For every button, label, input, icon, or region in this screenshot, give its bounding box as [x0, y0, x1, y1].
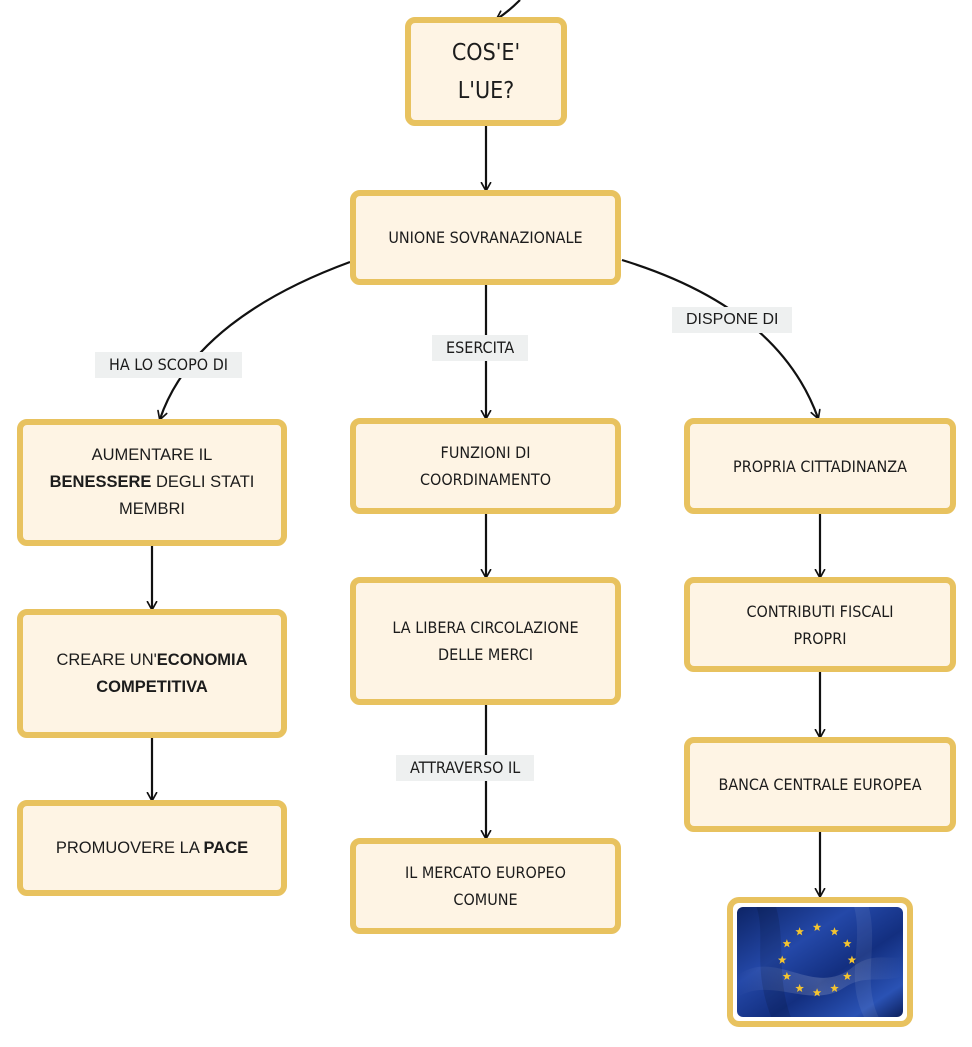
node-economy: CREARE UN'ECONOMIA COMPETITIVA — [17, 609, 287, 738]
node-citizenship: PROPRIA CITTADINANZA — [684, 418, 956, 514]
node-coordination: FUNZIONI DI COORDINAMENTO — [350, 418, 621, 514]
node-wellbeing-bold: BENESSERE — [49, 473, 152, 491]
flag-star-group — [777, 922, 857, 997]
flag-star-icon — [782, 971, 792, 981]
node-peace-prefix: PROMUOVERE LA — [55, 838, 204, 857]
flag-star-icon — [830, 983, 839, 993]
node-peace-bold: PACE — [203, 838, 249, 857]
node-economy-prefix: CREARE UN' — [56, 650, 157, 669]
edge-label-aim: HA LO SCOPO DI — [95, 352, 243, 378]
node-central-bank: BANCA CENTRALE EUROPEA — [684, 737, 956, 832]
node-citizenship-text: PROPRIA CITTADINANZA — [733, 456, 907, 476]
node-free-movement-line1: LA LIBERA CIRCOLAZIONE — [392, 618, 579, 637]
edge-label-exercises: ESERCITA — [432, 335, 529, 361]
node-root: COS'E' L'UE? — [405, 17, 567, 126]
node-coordination-line2: COORDINAMENTO — [419, 470, 552, 489]
node-economy-line2: COMPETITIVA — [56, 674, 247, 701]
flag-star-icon — [842, 939, 852, 948]
node-economy-bold1: ECONOMIA — [156, 650, 248, 669]
flag-star-icon — [842, 971, 852, 981]
node-tax-line2: PROPRI — [793, 628, 847, 648]
flag-star-icon — [830, 927, 839, 936]
node-union-text: UNIONE SOVRANAZIONALE — [388, 228, 583, 247]
node-coordination-line1: FUNZIONI DI — [440, 443, 531, 462]
arrow-union-to-citizenship — [621, 258, 821, 420]
flag-star-icon — [795, 927, 804, 936]
node-free-movement: LA LIBERA CIRCOLAZIONE DELLE MERCI — [350, 577, 621, 705]
flag-star-icon — [812, 922, 822, 931]
node-free-movement-line2: DELLE MERCI — [438, 645, 533, 664]
node-wellbeing: AUMENTARE IL BENESSERE DEGLI STATI MEMBR… — [17, 419, 287, 546]
node-root-line2: L'UE? — [457, 77, 515, 104]
node-economy-line1: CREARE UN'ECONOMIA — [56, 647, 247, 674]
node-wellbeing-line3: MEMBRI — [119, 500, 185, 518]
node-wellbeing-rest: DEGLI STATI — [151, 473, 255, 491]
flag-star-icon — [812, 988, 822, 997]
flag-star-icon — [795, 983, 804, 993]
node-economy-bold2: COMPETITIVA — [96, 677, 208, 696]
node-common-market-line1: IL MERCATO EUROPEO — [405, 863, 566, 882]
node-tax: CONTRIBUTI FISCALI PROPRI — [684, 577, 956, 672]
edge-label-through: ATTRAVERSO IL — [396, 755, 535, 781]
flag-star-icon — [777, 955, 787, 964]
node-common-market: IL MERCATO EUROPEO COMUNE — [350, 838, 621, 934]
node-central-bank-text: BANCA CENTRALE EUROPEA — [718, 775, 922, 794]
node-tax-line1: CONTRIBUTI FISCALI — [746, 601, 894, 621]
node-union: UNIONE SOVRANAZIONALE — [350, 190, 621, 285]
node-root-line1: COS'E' — [451, 39, 521, 66]
node-wellbeing-line1: AUMENTARE IL — [91, 446, 213, 464]
node-peace: PROMUOVERE LA PACE — [17, 800, 287, 896]
flag-star-icon — [847, 955, 857, 964]
eu-flag-frame — [727, 897, 913, 1027]
node-common-market-line2: COMUNE — [453, 890, 518, 909]
flag-star-icon — [782, 939, 792, 948]
eu-flag-icon — [737, 907, 903, 1017]
arrow-union-to-wellbeing — [157, 260, 351, 421]
edge-label-has: DISPONE DI — [672, 307, 793, 333]
node-wellbeing-line2: BENESSERE DEGLI STATI — [50, 469, 255, 496]
